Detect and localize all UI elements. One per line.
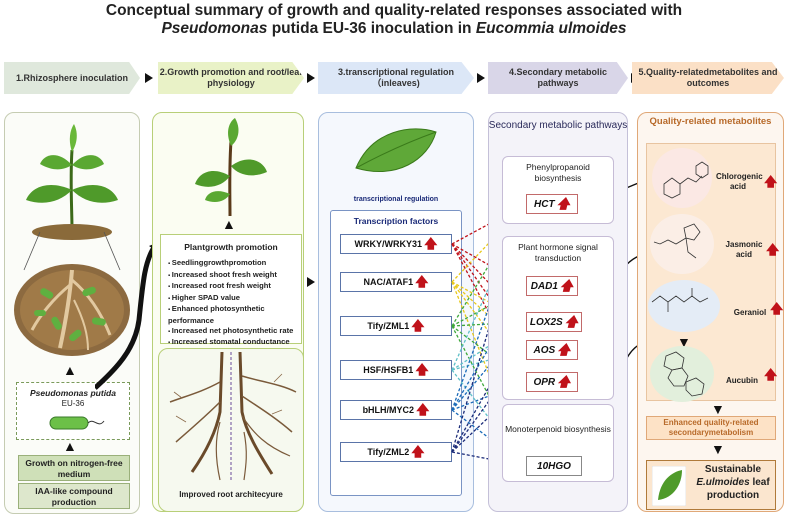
down-arrow-icon: ▼ xyxy=(711,401,725,417)
hormone-label: Plant hormone signal transduction xyxy=(518,242,598,263)
up-arrow-icon: 🡅 xyxy=(411,318,425,333)
quality-heading: Quality-related metabolites xyxy=(649,116,772,127)
bacterium-icon xyxy=(49,416,105,430)
up-arrow-icon: 🡅 xyxy=(559,278,574,293)
gene-hct: HCT🡅 xyxy=(526,194,578,214)
metabolite-geraniol: Geraniol xyxy=(733,308,767,317)
up-arrow-icon: 🡅 xyxy=(424,236,438,251)
up-arrow-icon: 🡅 xyxy=(416,402,430,417)
mono-label: Monoterpenoid biosynthesis xyxy=(505,424,611,434)
metabolite-aucubin: Aucubin xyxy=(726,376,758,385)
down-arrow-icon: ▼ xyxy=(711,441,725,457)
up-arrow-icon: 🡅 xyxy=(556,196,570,211)
tf-nac: NAC/ATAF1🡅 xyxy=(340,272,452,292)
arrow-right-icon xyxy=(477,73,485,83)
tf-bhlh: bHLH/MYC2🡅 xyxy=(340,400,452,420)
organism-strain: EU-36 xyxy=(61,399,85,408)
gene-dad1: DAD1🡅 xyxy=(526,276,578,296)
root-icon xyxy=(169,352,297,482)
up-arrow-icon: 🡅 xyxy=(564,314,579,329)
up-arrow-icon: 🡅 xyxy=(415,274,429,289)
tf-heading: Transcription factors xyxy=(353,216,439,226)
step-5: 5.Quality-relatedmetabolites and outcome… xyxy=(632,62,784,94)
up-arrow-icon: 🡅 xyxy=(415,362,429,377)
up-arrow-icon: ▲ xyxy=(63,362,77,378)
up-arrow-icon: ▲ xyxy=(222,216,236,232)
list-item: Increased root fresh weight xyxy=(168,281,298,293)
chlorogenic-structure xyxy=(652,148,712,208)
up-arrow-icon: 🡅 xyxy=(411,444,425,459)
page-title: Conceptual summary of growth and quality… xyxy=(105,2,683,19)
up-arrow-icon: 🡅 xyxy=(557,374,571,389)
tf-hsf: HSF/HSFB1🡅 xyxy=(340,360,452,380)
step-3: 3.transcriptional regulation （inleaves) xyxy=(318,62,474,94)
list-item: Increased net photosynthetic rate xyxy=(168,326,298,338)
step-1: 1.Rhizosphere inoculation xyxy=(4,62,140,94)
tr-subtitle: transcriptional regulation xyxy=(353,196,439,203)
secondary-heading: Secondary metabolic pathways xyxy=(488,120,628,131)
arrow-right-icon xyxy=(307,73,315,83)
up-arrow-icon: 🡅 xyxy=(766,242,780,257)
gene-10hgo: 10HGO xyxy=(526,456,582,476)
list-item: Higher SPAD value xyxy=(168,293,298,305)
list-item: Seedlinggrowthpromotion xyxy=(168,258,298,270)
metabolite-jasmonic: Jasmonic acid xyxy=(725,240,763,259)
jasmonic-structure xyxy=(650,214,714,274)
enhanced-metabolism: Enhanced quality-related secondarymetabo… xyxy=(646,416,776,440)
step-4: 4.Secondary metabolic pathways xyxy=(488,62,628,94)
up-arrow-icon: 🡅 xyxy=(557,342,571,357)
arrow-right-icon xyxy=(307,277,315,287)
up-arrow-icon: 🡅 xyxy=(770,301,784,316)
metabolite-chlorogenic: Chlorogenic acid xyxy=(716,172,763,191)
arrow-right-icon xyxy=(145,73,153,83)
leaf-icon xyxy=(652,466,686,506)
tf-wrky: WRKY/WRKY31🡅 xyxy=(340,234,452,254)
trait-nitrogen: Growth on nitrogen-free medium xyxy=(18,455,130,481)
gene-aos: AOS🡅 xyxy=(526,340,578,360)
plant-icon xyxy=(195,118,267,216)
organism-name: Pseudomonas putida xyxy=(30,388,116,398)
gene-lox2s: LOX2S🡅 xyxy=(526,312,582,332)
leaf-icon xyxy=(355,128,437,173)
root-caption: Improved root architecyure xyxy=(179,490,283,499)
trait-iaa: IAA-like compound production xyxy=(18,483,130,509)
outcome-line3: production xyxy=(706,490,760,501)
phenyl-label: Phenylpropanoid biosynthesis xyxy=(526,162,590,183)
up-arrow-icon: 🡅 xyxy=(764,367,778,382)
bacterium-box xyxy=(16,382,130,440)
list-item: Enhanced photosynthetic performance xyxy=(168,304,298,325)
growth-list: Seedlinggrowthpromotion Increased shoot … xyxy=(168,258,298,349)
outcome-line1: Sustainable xyxy=(704,464,762,475)
aucubin-structure xyxy=(650,346,714,402)
page-subtitle: Pseudomonas putida EU-36 inoculation in … xyxy=(161,20,627,37)
plant-icon xyxy=(14,124,130,356)
list-item: Increased stomatal conductance xyxy=(168,337,298,349)
step-2: 2.Growth promotion and root/leaf physiol… xyxy=(158,62,304,94)
up-arrow-icon: 🡅 xyxy=(764,174,778,189)
growth-heading: Plantgrowth promotion xyxy=(184,242,278,252)
geraniol-structure xyxy=(648,280,720,332)
tf-tify2: Tify/ZML2🡅 xyxy=(340,442,452,462)
up-arrow-icon: ▲ xyxy=(63,438,77,454)
gene-opr: OPR🡅 xyxy=(526,372,578,392)
outcome-line2: E.ulmoides leaf xyxy=(696,477,770,488)
list-item: Increased shoot fresh weight xyxy=(168,270,298,282)
tf-tify1: Tify/ZML1🡅 xyxy=(340,316,452,336)
